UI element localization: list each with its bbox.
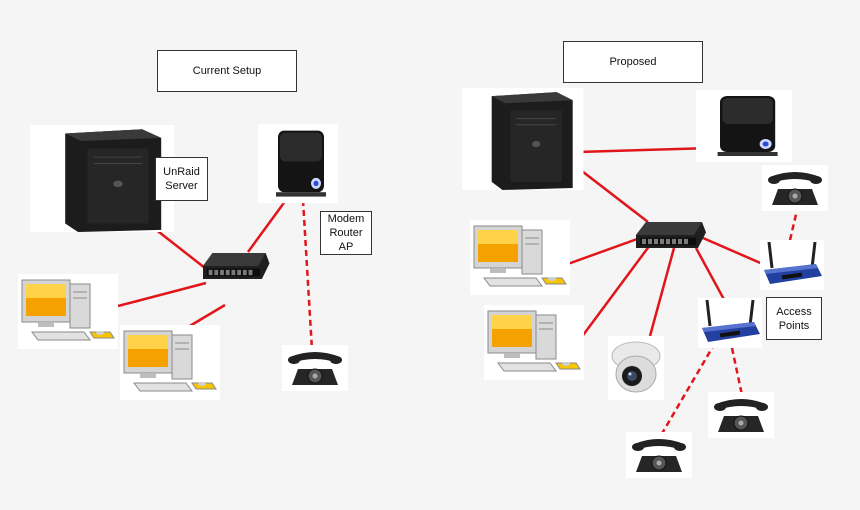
link-server-switch	[149, 224, 206, 269]
proposed-switch-icon	[636, 222, 706, 248]
link-server-switch	[577, 167, 649, 223]
current-setup-title: Current Setup	[157, 50, 297, 92]
proposed-modem-icon	[696, 90, 792, 162]
link-switch-ap2	[702, 236, 766, 267]
proposed-phone-2-icon	[707, 391, 775, 439]
link-switch-modem	[246, 199, 288, 253]
proposed-ap-2-icon	[758, 238, 826, 292]
link-switch-pc1	[117, 281, 207, 308]
link-switch-ap1	[694, 247, 729, 306]
modem-router-ap-label: Modem Router AP	[320, 211, 372, 255]
current-phone-icon	[281, 344, 349, 392]
proposed-pc-1-icon	[469, 219, 571, 296]
proposed-camera-icon	[607, 335, 665, 401]
proposed-title: Proposed	[563, 41, 703, 83]
link-ap2-phone	[788, 205, 800, 241]
link-switch-pc2	[576, 244, 652, 343]
access-points-label: Access Points	[766, 297, 822, 340]
proposed-pc-2-icon	[483, 304, 585, 381]
proposed-ap-1-icon	[696, 296, 764, 350]
unraid-server-label: UnRaid Server	[155, 157, 208, 201]
current-switch-icon	[203, 253, 270, 279]
current-pc-2-icon	[119, 324, 221, 401]
link-switch-pc1	[564, 236, 641, 267]
proposed-phone-3-icon	[625, 431, 693, 479]
link-modem-phone	[301, 199, 314, 351]
proposed-server-icon	[461, 87, 585, 191]
link-switch-camera	[648, 247, 676, 337]
current-pc-1-icon	[17, 273, 119, 350]
current-modem-icon	[258, 124, 338, 204]
link-server-modem	[577, 146, 713, 154]
proposed-connections	[564, 146, 800, 438]
link-ap1-phone2	[730, 347, 744, 396]
link-ap1-phone1	[658, 342, 717, 438]
current-server-icon	[29, 124, 175, 233]
proposed-phone-1-icon	[761, 164, 829, 212]
